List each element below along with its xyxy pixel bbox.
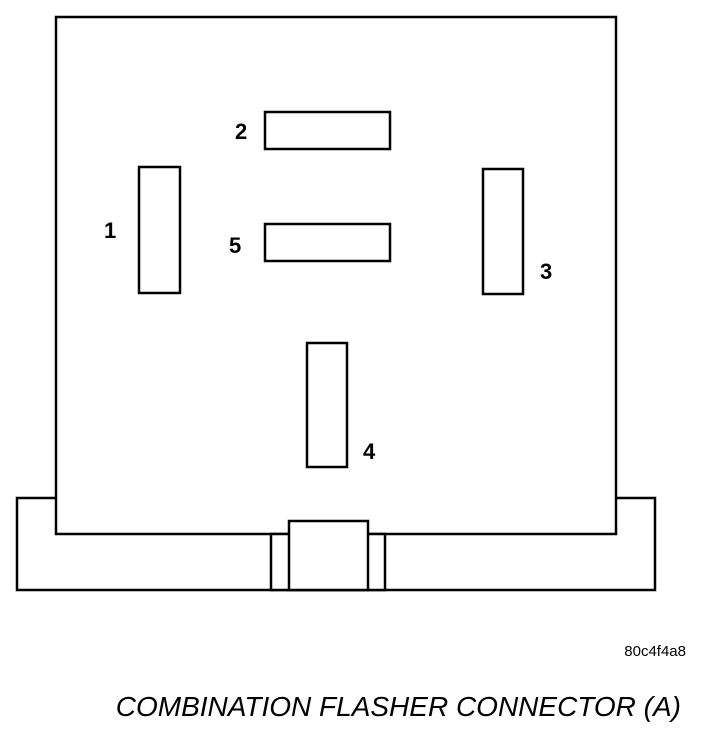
pin-2-cavity xyxy=(263,110,392,151)
pin-3-label: 3 xyxy=(540,259,552,284)
reference-code: 80c4f4a8 xyxy=(624,643,686,660)
diagram-caption: COMBINATION FLASHER CONNECTOR (A) xyxy=(116,691,681,722)
pin-5-label: 5 xyxy=(229,233,241,258)
pin-4-label: 4 xyxy=(363,439,376,464)
pin-4-cavity xyxy=(305,341,349,469)
pin-5-cavity xyxy=(263,222,392,263)
pin-1-cavity xyxy=(137,165,182,295)
pin-3-cavity xyxy=(481,167,525,296)
pin-1-label: 1 xyxy=(104,218,116,243)
pin-2-label: 2 xyxy=(235,119,247,144)
locking-tab-inner xyxy=(287,519,370,592)
